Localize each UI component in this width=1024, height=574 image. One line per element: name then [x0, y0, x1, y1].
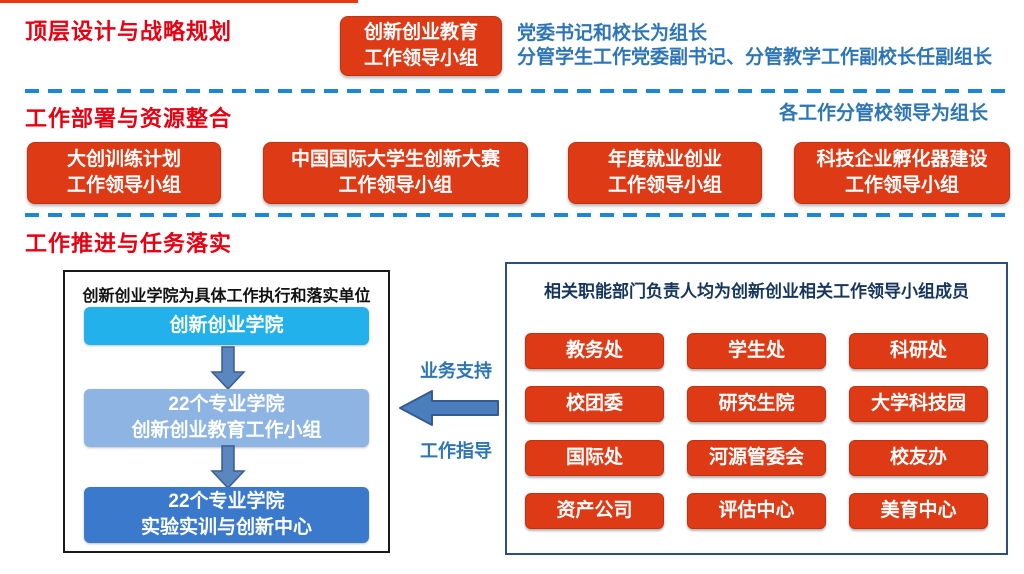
dept-box: 研究生院	[687, 386, 826, 423]
left-arrow-icon	[399, 390, 499, 426]
dept-box: 教务处	[525, 332, 664, 369]
dept-box: 学生处	[687, 332, 826, 369]
flow-box-line: 创新创业学院	[169, 315, 284, 336]
leadership-group-line2: 工作领导小组	[363, 48, 478, 69]
flow-box-line: 22个专业学院	[168, 491, 285, 512]
group-box-line: 中国国际大学生创新大赛	[290, 149, 500, 170]
flow-box-line: 实验实训与创新中心	[140, 517, 312, 538]
flow-box-line: 22个专业学院	[168, 394, 285, 415]
group-box-line: 科技企业孵化器建设	[816, 149, 988, 170]
dept-box: 校友办	[849, 439, 988, 476]
arrow-label-guidance: 工作指导	[420, 441, 492, 461]
arrow-label-support: 业务支持	[420, 361, 492, 381]
flow-box-line: 创新创业教育工作小组	[131, 420, 322, 441]
departments-panel-title: 相关职能部门负责人均为创新创业相关工作领导小组成员	[544, 282, 969, 301]
departments-grid: 教务处 学生处 科研处 校团委 研究生院 大学科技园 国际处 河源管委会 校友办…	[525, 324, 988, 538]
dashed-divider-1	[25, 89, 1005, 93]
group-box-line: 工作领导小组	[338, 175, 453, 196]
group-box-line: 年度就业创业	[607, 149, 722, 170]
group-box-employment: 年度就业创业 工作领导小组	[568, 142, 762, 204]
top-red-strip	[0, 0, 358, 3]
dept-box: 资产公司	[525, 493, 664, 530]
top-note-line1: 党委书记和校长为组长	[517, 23, 708, 44]
group-box-competition: 中国国际大学生创新大赛 工作领导小组	[263, 142, 528, 204]
group-box-dachuang: 大创训练计划 工作领导小组	[27, 142, 221, 204]
dept-box: 国际处	[525, 439, 664, 476]
dashed-divider-2	[25, 213, 1005, 217]
dept-box: 河源管委会	[687, 439, 826, 476]
flow-box-college: 创新创业学院	[84, 307, 369, 345]
top-note: 党委书记和校长为组长 分管学生工作党委副书记、分管教学工作副校长任副组长	[517, 22, 992, 70]
flow-box-workgroups: 22个专业学院 创新创业教育工作小组	[84, 389, 369, 447]
down-arrow-icon	[210, 445, 246, 489]
execution-panel: 创新创业学院为具体工作执行和落实单位 创新创业学院 22个专业学院 创新创业教育…	[63, 270, 390, 553]
group-box-incubator: 科技企业孵化器建设 工作领导小组	[794, 142, 1010, 204]
dept-box: 科研处	[849, 332, 988, 369]
group-box-line: 工作领导小组	[607, 175, 722, 196]
leadership-group-line1: 创新创业教育	[363, 22, 478, 43]
flow-box-centers: 22个专业学院 实验实训与创新中心	[84, 487, 369, 543]
group-box-line: 大创训练计划	[66, 149, 181, 170]
heading-deployment: 工作部署与资源整合	[25, 106, 233, 131]
dept-box: 大学科技园	[849, 386, 988, 423]
execution-panel-title: 创新创业学院为具体工作执行和落实单位	[82, 288, 371, 305]
departments-panel: 相关职能部门负责人均为创新创业相关工作领导小组成员 教务处 学生处 科研处 校团…	[505, 262, 1008, 555]
leadership-group-box: 创新创业教育 工作领导小组	[340, 16, 502, 76]
middle-note: 各工作分管校领导为组长	[779, 103, 989, 124]
dept-box: 美育中心	[849, 493, 988, 530]
down-arrow-icon	[210, 346, 246, 390]
heading-top-design: 顶层设计与战略规划	[25, 19, 233, 44]
group-box-line: 工作领导小组	[66, 175, 181, 196]
top-note-line2: 分管学生工作党委副书记、分管教学工作副校长任副组长	[517, 47, 993, 68]
heading-implementation: 工作推进与任务落实	[25, 231, 233, 256]
dept-box: 评估中心	[687, 493, 826, 530]
dept-box: 校团委	[525, 386, 664, 423]
group-box-line: 工作领导小组	[844, 175, 959, 196]
